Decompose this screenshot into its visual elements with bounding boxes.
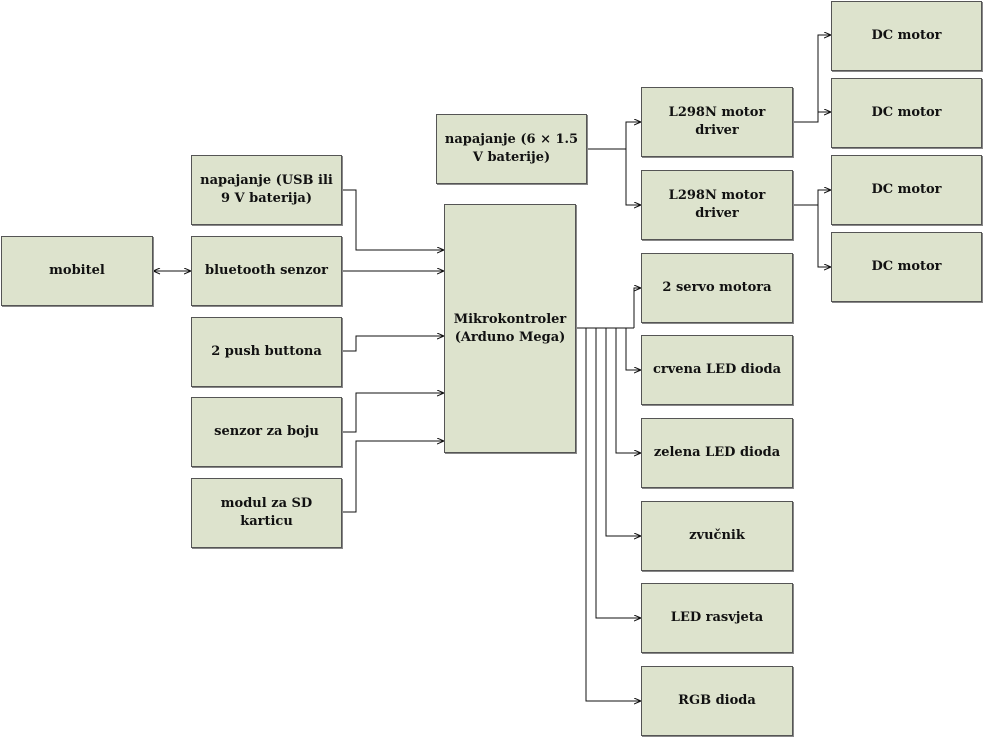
block-dc-motor-4-label: DC motor: [871, 259, 942, 274]
block-mobitel-label: mobitel: [49, 263, 105, 278]
block-crvena-led: crvena LED dioda: [641, 335, 793, 405]
wire-mcu-zelena: [615, 328, 641, 453]
wire-driver2-dc4: [817, 205, 831, 267]
block-zvucnik: zvučnik: [641, 501, 793, 571]
wire-mcu-rgb: [585, 328, 641, 701]
wire-bat-driver2: [625, 149, 641, 205]
block-napajanje-baterije: napajanje (6 × 1.5 V baterije): [436, 114, 587, 184]
block-push-buttona: 2 push buttona: [191, 317, 342, 387]
block-servo-motora-label: 2 servo motora: [662, 280, 772, 295]
block-crvena-led-label: crvena LED dioda: [652, 362, 782, 377]
block-mobitel: mobitel: [1, 236, 153, 306]
block-led-rasvjeta-label: LED rasvjeta: [670, 610, 764, 625]
block-push-buttona-label: 2 push buttona: [211, 344, 322, 359]
block-dc-motor-2: DC motor: [831, 78, 982, 148]
block-zelena-led-label: zelena LED dioda: [653, 445, 781, 460]
block-napajanje-baterije-label: napajanje (6 × 1.5 V baterije): [444, 132, 579, 165]
block-rgb-dioda: RGB dioda: [641, 666, 793, 736]
block-led-rasvjeta: LED rasvjeta: [641, 583, 793, 653]
wire-mcu-servo: [633, 288, 641, 328]
wire-bat-driver1: [587, 122, 641, 150]
wire-sd-mcu: [342, 441, 444, 513]
block-senzor-za-boju: senzor za boju: [191, 397, 342, 467]
block-zelena-led: zelena LED dioda: [641, 418, 793, 488]
wire-driver1-dc2: [817, 112, 831, 122]
block-sd-modul: modul za SD karticu: [191, 478, 342, 548]
block-dc-motor-4: DC motor: [831, 232, 982, 302]
block-driver-1: L298N motor driver: [641, 87, 793, 157]
wire-driver2-dc3: [793, 190, 831, 206]
wire-mcu-rasvjeta: [595, 328, 641, 618]
block-rgb-dioda-label: RGB dioda: [678, 693, 756, 708]
block-driver-2-label: L298N motor driver: [668, 188, 766, 221]
block-dc-motor-2-label: DC motor: [871, 105, 942, 120]
block-bluetooth-senzor-label: bluetooth senzor: [204, 263, 329, 278]
block-bluetooth-senzor: bluetooth senzor: [191, 236, 342, 306]
block-mikrokontroler-label: Mikrokontroler (Arduno Mega): [453, 311, 567, 345]
block-senzor-za-boju-label: senzor za boju: [214, 424, 319, 439]
block-napajanje-usb-label: napajanje (USB ili 9 V baterija): [200, 173, 333, 206]
block-dc-motor-3-label: DC motor: [871, 182, 942, 197]
wire-mcu-zvucnik: [605, 328, 641, 536]
block-dc-motor-1: DC motor: [831, 1, 982, 71]
block-dc-motor-3: DC motor: [831, 155, 982, 225]
block-driver-2: L298N motor driver: [641, 170, 793, 240]
block-sd-modul-label: modul za SD karticu: [220, 496, 313, 529]
block-dc-motor-1-label: DC motor: [871, 28, 942, 43]
wire-driver1-dc1: [793, 35, 831, 123]
wire-senzor-mcu: [342, 393, 444, 433]
block-napajanje-usb: napajanje (USB ili 9 V baterija): [191, 155, 342, 225]
wire-mcu-crvena: [625, 328, 641, 370]
block-mikrokontroler: Mikrokontroler (Arduno Mega): [444, 204, 576, 453]
block-servo-motora: 2 servo motora: [641, 253, 793, 323]
block-driver-1-label: L298N motor driver: [668, 105, 766, 138]
wire-napajanje-usb-mcu: [342, 189, 444, 250]
block-zvucnik-label: zvučnik: [689, 528, 745, 543]
wire-push-mcu: [342, 336, 444, 352]
